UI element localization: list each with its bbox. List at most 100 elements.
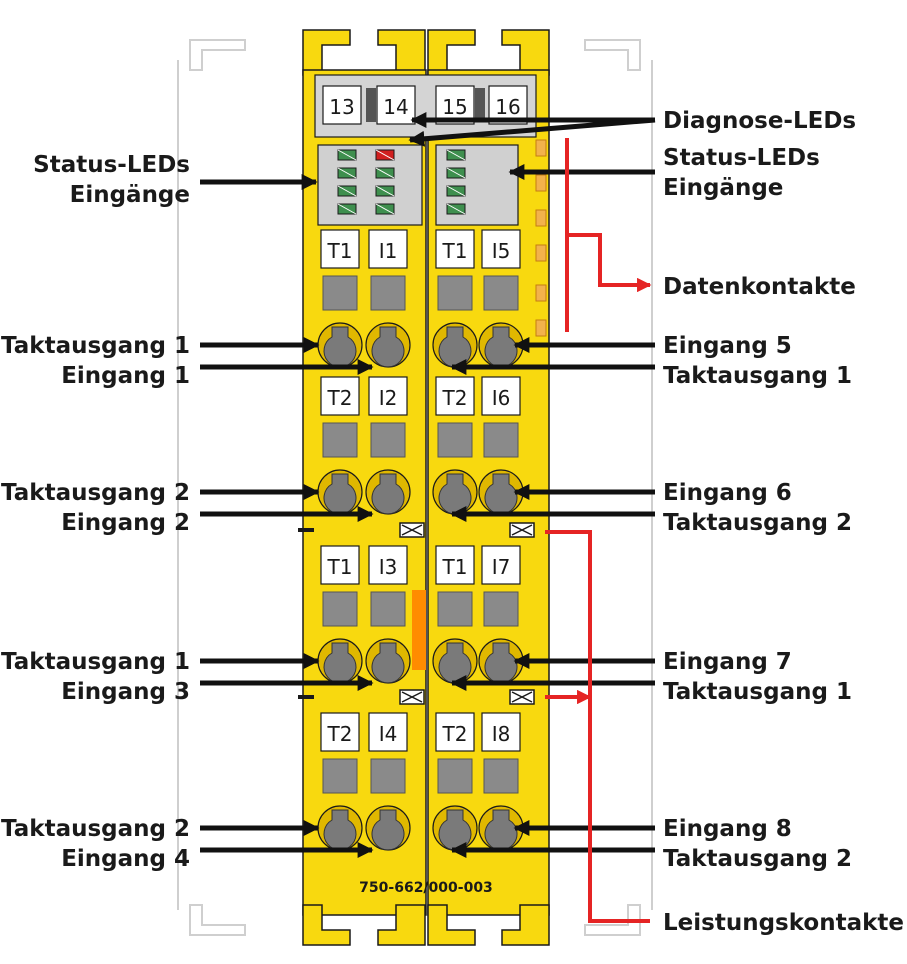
terminal-label-box: [435, 376, 475, 416]
terminal-label-box: [481, 376, 521, 416]
push-button: [322, 758, 358, 794]
terminal-label-I4: I4: [379, 722, 398, 746]
status-led-left-shine: [337, 203, 357, 215]
terminal-label-I6: I6: [492, 386, 511, 410]
data-contact-pin: [535, 139, 547, 157]
part-number: 750-662/000-003: [359, 880, 493, 896]
status-led-left-shine: [375, 167, 395, 179]
separator-cross-right: [511, 524, 533, 536]
terminal-label-box: [368, 229, 408, 269]
terminal-label-box: [320, 376, 360, 416]
bottom-tab-left: [302, 904, 351, 946]
terminal-label-T1: T1: [442, 239, 468, 263]
label-left-row-b: Eingang 4: [61, 846, 190, 872]
label-status-leds-left-1: Status-LEDs: [33, 152, 190, 178]
terminal-label-box: [320, 712, 360, 752]
led-panels: [317, 144, 519, 226]
terminal-label-T1: T1: [327, 239, 353, 263]
status-led-left-shine: [375, 185, 395, 197]
connector-latch: [366, 88, 376, 122]
label-left-row-b: Eingang 1: [61, 363, 190, 389]
push-button: [322, 275, 358, 311]
label-right-row-b: Taktausgang 1: [663, 363, 852, 389]
status-led-right-shine: [446, 203, 466, 215]
callout-arrows: [200, 111, 656, 923]
terminal-label-box: [481, 229, 521, 269]
wire-clamp: [371, 642, 405, 684]
data-contacts: [535, 139, 547, 337]
orange-indicator-strip: [412, 590, 426, 670]
label-right-row-a: Eingang 7: [663, 649, 792, 675]
terminal-label-T2: T2: [327, 386, 353, 410]
push-button: [370, 275, 406, 311]
label-left-row-a: Taktausgang 2: [1, 816, 190, 842]
data-contact-pin: [535, 244, 547, 262]
separator-cross-right: [511, 691, 533, 703]
status-led-left-shine: [337, 167, 357, 179]
terminal-label-box: [481, 712, 521, 752]
connector-latch: [475, 88, 485, 122]
push-button: [370, 422, 406, 458]
terminal-label-I3: I3: [379, 555, 398, 579]
terminal-label-I1: I1: [379, 239, 398, 263]
separator-cross-left: [401, 524, 423, 536]
status-led-right-shine: [446, 149, 466, 161]
terminal-label-I8: I8: [492, 722, 511, 746]
push-button: [437, 758, 473, 794]
top-label-box: [322, 85, 362, 125]
terminal-label-I7: I7: [492, 555, 511, 579]
arrow-diagnose-leds-tip: [408, 117, 656, 147]
terminal-label-I2: I2: [379, 386, 398, 410]
label-right-row-b: Taktausgang 2: [663, 510, 852, 536]
status-led-right-shine: [446, 185, 466, 197]
label-right-row-a: Eingang 6: [663, 480, 792, 506]
push-button: [370, 758, 406, 794]
push-button: [483, 275, 519, 311]
label-left-row-b: Eingang 3: [61, 679, 190, 705]
top-label-box: [376, 85, 416, 125]
din-rail-outline: [177, 39, 653, 936]
label-left-row-a: Taktausgang 2: [1, 480, 190, 506]
data-contact-pin: [535, 284, 547, 302]
label-status-leds-right-2: Eingänge: [663, 175, 783, 201]
terminal-label-T2: T2: [327, 722, 353, 746]
top-label-13: 13: [329, 95, 354, 119]
label-left-row-b: Eingang 2: [61, 510, 190, 536]
data-contact-pin: [535, 319, 547, 337]
top-label-16: 16: [495, 95, 520, 119]
separator-cross-left: [401, 691, 423, 703]
wire-clamp: [371, 809, 405, 851]
top-label-15: 15: [442, 95, 467, 119]
callout-labels: Status-LEDs Eingänge Diagnose-LEDs Statu…: [1, 108, 904, 936]
top-tab-right: [427, 29, 476, 76]
push-button: [370, 591, 406, 627]
push-button: [322, 422, 358, 458]
bottom-tab-right: [427, 904, 476, 946]
terminal-label-box: [368, 712, 408, 752]
terminal-label-box: [368, 545, 408, 585]
status-led-right-shine: [446, 167, 466, 179]
terminal-label-box: [368, 376, 408, 416]
label-right-row-a: Eingang 8: [663, 816, 792, 842]
wire-clamp: [371, 473, 405, 515]
label-left-row-a: Taktausgang 1: [1, 333, 190, 359]
label-right-row-a: Eingang 5: [663, 333, 792, 359]
terminal-label-box: [435, 229, 475, 269]
terminal-label-T2: T2: [442, 386, 468, 410]
top-label-14: 14: [383, 95, 408, 119]
red-bracket-leistungskontakte: [545, 530, 650, 923]
push-button: [437, 422, 473, 458]
terminal-label-box: [481, 545, 521, 585]
terminal-label-box: [435, 545, 475, 585]
top-tab-left-b: [377, 29, 426, 76]
terminal-label-box: [320, 545, 360, 585]
top-tab-right-b: [501, 29, 550, 76]
terminal-label-T1: T1: [327, 555, 353, 579]
push-button: [437, 591, 473, 627]
push-button: [322, 591, 358, 627]
separator-dash: [298, 528, 314, 532]
label-right-row-b: Taktausgang 1: [663, 679, 852, 705]
status-led-left-shine: [375, 203, 395, 215]
